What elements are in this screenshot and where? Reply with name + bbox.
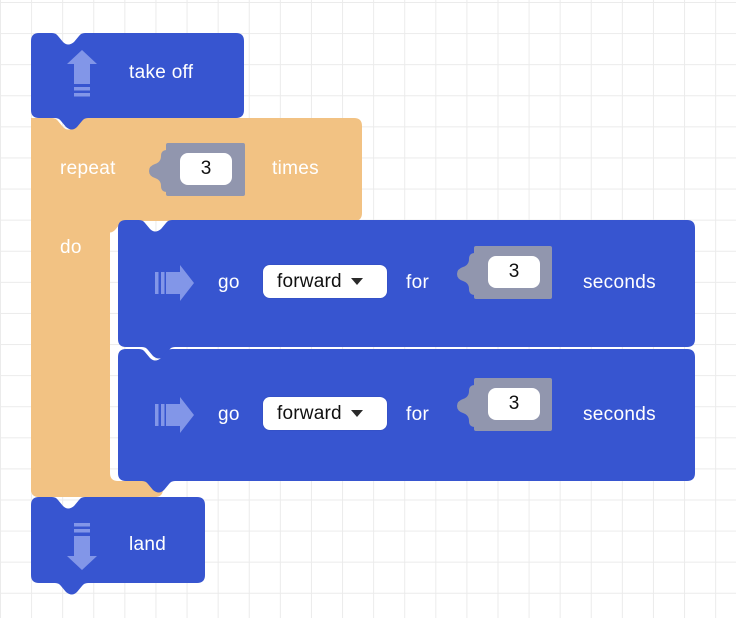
arrow-right-icon	[155, 265, 194, 301]
go-forward-2-duration-plug	[457, 385, 475, 427]
repeat-block-shape[interactable]	[31, 118, 362, 497]
go-forward-2-label-seconds: seconds	[583, 404, 656, 425]
repeat-block-bottom-notch	[31, 489, 155, 497]
land-block-label: land	[129, 534, 167, 555]
go-forward-1-label-seconds: seconds	[583, 272, 656, 293]
go-forward-1-label-go: go	[218, 272, 240, 293]
go-forward-2-duration-value: 3	[508, 393, 520, 414]
repeat-block-label-do: do	[60, 237, 82, 258]
go-forward-1-direction-value: forward	[277, 270, 342, 292]
go-forward-1-duration-plug	[457, 253, 475, 295]
go-forward-2-label-for: for	[406, 404, 430, 425]
repeat-count-plug	[149, 150, 167, 192]
repeat-count-input[interactable]: 3	[180, 153, 232, 185]
chevron-down-icon	[350, 278, 363, 285]
go-forward-1-duration-value: 3	[508, 261, 520, 282]
go-forward-1-duration-input[interactable]: 3	[488, 256, 540, 288]
go-forward-2-label-go: go	[218, 404, 240, 425]
go-forward-1-direction-dropdown[interactable]: forward	[263, 265, 387, 298]
takeoff-block-label: take off	[129, 62, 194, 83]
go-forward-1-label-for: for	[406, 272, 430, 293]
go-forward-2-direction-value: forward	[277, 402, 342, 424]
repeat-block-label-suffix: times	[272, 158, 319, 179]
arrow-down-icon	[67, 523, 97, 570]
chevron-down-icon	[350, 410, 363, 417]
land-block-shape[interactable]	[31, 497, 205, 595]
go-forward-2-duration-input[interactable]: 3	[488, 388, 540, 420]
go-forward-2-direction-dropdown[interactable]: forward	[263, 397, 387, 430]
arrow-up-icon	[67, 50, 97, 97]
arrow-right-icon	[155, 397, 194, 433]
repeat-block-label-prefix: repeat	[60, 158, 116, 179]
repeat-count-value: 3	[200, 158, 212, 179]
